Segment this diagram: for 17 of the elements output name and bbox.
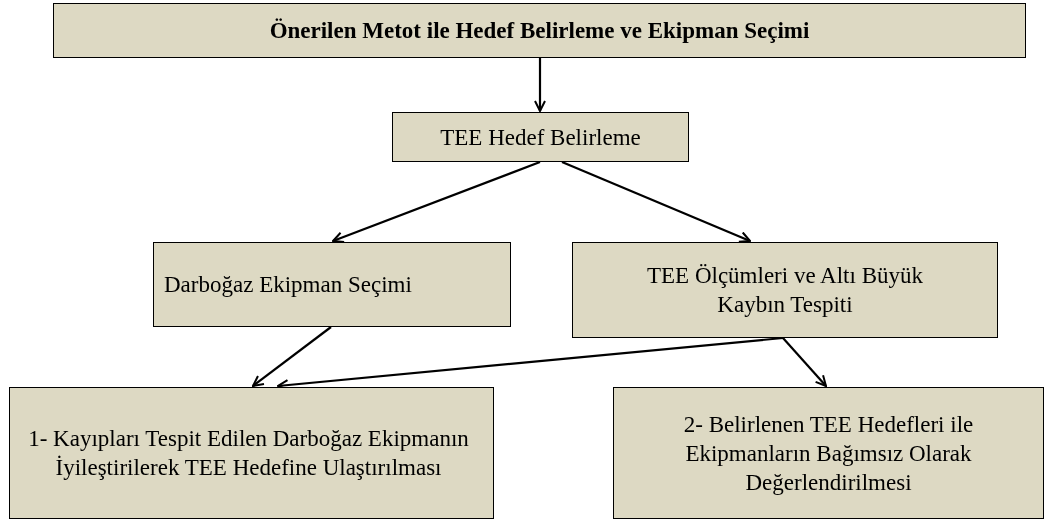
arrow: [332, 160, 541, 244]
title-text: Önerilen Metot ile Hedef Belirleme ve Ekipman Seçimi: [269, 17, 810, 45]
box-text: 1- Kayıpları Tespit Edilen Darboğaz Ekipmanın İyileştirilerek TEE Hedefine Ulaştırılması: [27, 425, 470, 482]
process-box: [392, 112, 689, 162]
process-box: [53, 3, 1026, 58]
box-text: Darboğaz Ekipman Seçimi: [164, 271, 412, 299]
process-box: [572, 242, 998, 338]
arrow: [252, 326, 332, 387]
box-text: TEE Hedef Belirleme: [440, 123, 641, 152]
process-box: [9, 387, 494, 519]
arrow: [534, 58, 546, 112]
box-text: TEE Ölçümleri ve Altı Büyük Kaybın Tespiti: [646, 262, 924, 319]
arrow: [561, 161, 751, 243]
process-box: [153, 242, 511, 327]
arrow: [782, 337, 827, 387]
box-text: 2- Belirlenen TEE Hedefleri ile Ekipmanların Bağımsız Olarak Değerlendirilmesi: [682, 410, 975, 497]
process-box: [613, 387, 1044, 519]
